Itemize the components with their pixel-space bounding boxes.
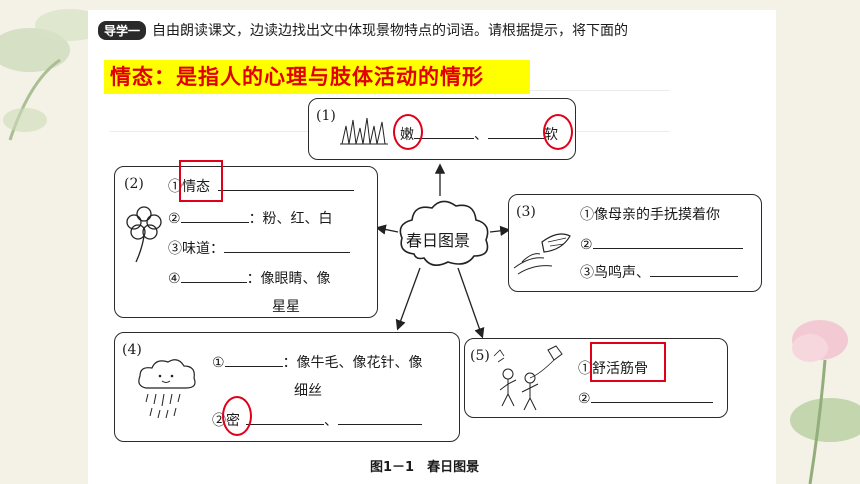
box3-line2-prefix: ② <box>580 237 593 253</box>
box-wind <box>508 194 762 292</box>
box5-line1-prefix: ① <box>578 361 592 377</box>
kids-playing-icon <box>493 345 563 411</box>
box2-word-qingtai: 情态 <box>182 179 210 195</box>
box4-blank-1[interactable] <box>224 352 283 367</box>
wind-icon <box>513 233 571 275</box>
box5-line2: ② <box>578 388 713 407</box>
instruction-text: 自由朗读课文，边读边找出文中体现景物特点的词语。请根据提示，将下面的 <box>152 23 629 39</box>
center-label: 春日图景 <box>406 231 471 250</box>
box3-number: (3) <box>516 204 536 220</box>
box2-blank-2[interactable] <box>180 208 249 223</box>
box4-number: (4) <box>122 342 142 358</box>
box5-number: (5) <box>470 348 490 364</box>
box4-line1-suffix: ：像牛毛、像花针、像 <box>282 355 423 371</box>
box3-blank-2[interactable] <box>592 234 743 249</box>
box2-line4-prefix: ④ <box>168 271 181 287</box>
box3-line3: ③鸟鸣声、 <box>580 262 738 282</box>
highlight-box-qingtai <box>179 160 223 202</box>
rain-cloud-icon <box>138 359 196 419</box>
box3-line1: ①像母亲的手抚摸着你 <box>580 207 720 223</box>
box2-blank-4[interactable] <box>180 268 247 283</box>
box1-blank-a[interactable] <box>414 124 474 139</box>
definition-banner: 情态：是指人的心理与肢体活动的情形 <box>104 60 530 94</box>
box3-blank-3[interactable] <box>650 262 738 277</box>
box4-blank-2[interactable] <box>246 410 324 425</box>
box5-line1: ①舒活筋骨 <box>578 358 648 378</box>
box1-line: 嫩、软 <box>400 124 558 144</box>
box-people <box>464 338 728 418</box>
box2-blank-3[interactable] <box>224 238 350 253</box>
highlight-circle-nen <box>393 114 423 150</box>
box4-line2-separator: 、 <box>324 413 338 429</box>
box2-line3-label: ③味道： <box>168 241 224 257</box>
highlight-circle-ruan <box>543 114 573 150</box>
highlight-box-shuhuojingu <box>590 342 666 382</box>
box2-blank-1[interactable] <box>218 176 354 191</box>
figure-caption: 图1－1 春日图景 <box>370 460 480 475</box>
box1-blank-b[interactable] <box>488 124 544 139</box>
box5-blank-2[interactable] <box>590 388 713 403</box>
box2-line2-suffix: ：粉、红、白 <box>248 211 333 227</box>
box4-line1-cont: 细丝 <box>294 383 322 399</box>
box2-line1-prefix: ① <box>168 179 182 195</box>
box2-line4-cont: 星星 <box>272 299 300 315</box>
box2-line3: ③味道： <box>168 238 350 258</box>
box2-line2-prefix: ② <box>168 211 181 227</box>
box2-number: (2) <box>124 176 144 192</box>
box2-line4-suffix: ：像眼睛、像 <box>246 271 331 287</box>
box5-word-shuhuojingu: 舒活筋骨 <box>592 361 648 377</box>
center-cloud <box>399 200 489 266</box>
box2-line2: ② ：粉、红、白 <box>168 208 333 228</box>
box5-line2-prefix: ② <box>578 391 591 407</box>
lotus-decoration-right <box>790 320 860 484</box>
box4-line1-prefix: ① <box>212 355 225 371</box>
lotus-decoration-left <box>0 9 105 141</box>
box4-blank-3[interactable] <box>338 410 422 425</box>
box2-line4: ④ ：像眼睛、像 <box>168 268 331 288</box>
box1-number: (1) <box>316 108 336 124</box>
box1-separator: 、 <box>474 127 488 143</box>
guide-badge: 导学一 <box>98 21 147 40</box>
highlight-circle-mi <box>222 396 252 436</box>
grass-icon <box>340 117 388 145</box>
box-grass <box>308 98 576 160</box>
flower-icon <box>126 206 162 263</box>
box3-line3-label: ③鸟鸣声、 <box>580 265 650 281</box>
box2-line1: ①情态 <box>168 176 354 196</box>
box-flowers <box>114 166 378 318</box>
header-instruction: 导学一自由朗读课文，边读边找出文中体现景物特点的词语。请根据提示，将下面的 <box>98 20 628 40</box>
box3-line2: ② <box>580 234 743 253</box>
box4-line1: ① ：像牛毛、像花针、像 <box>212 352 423 372</box>
